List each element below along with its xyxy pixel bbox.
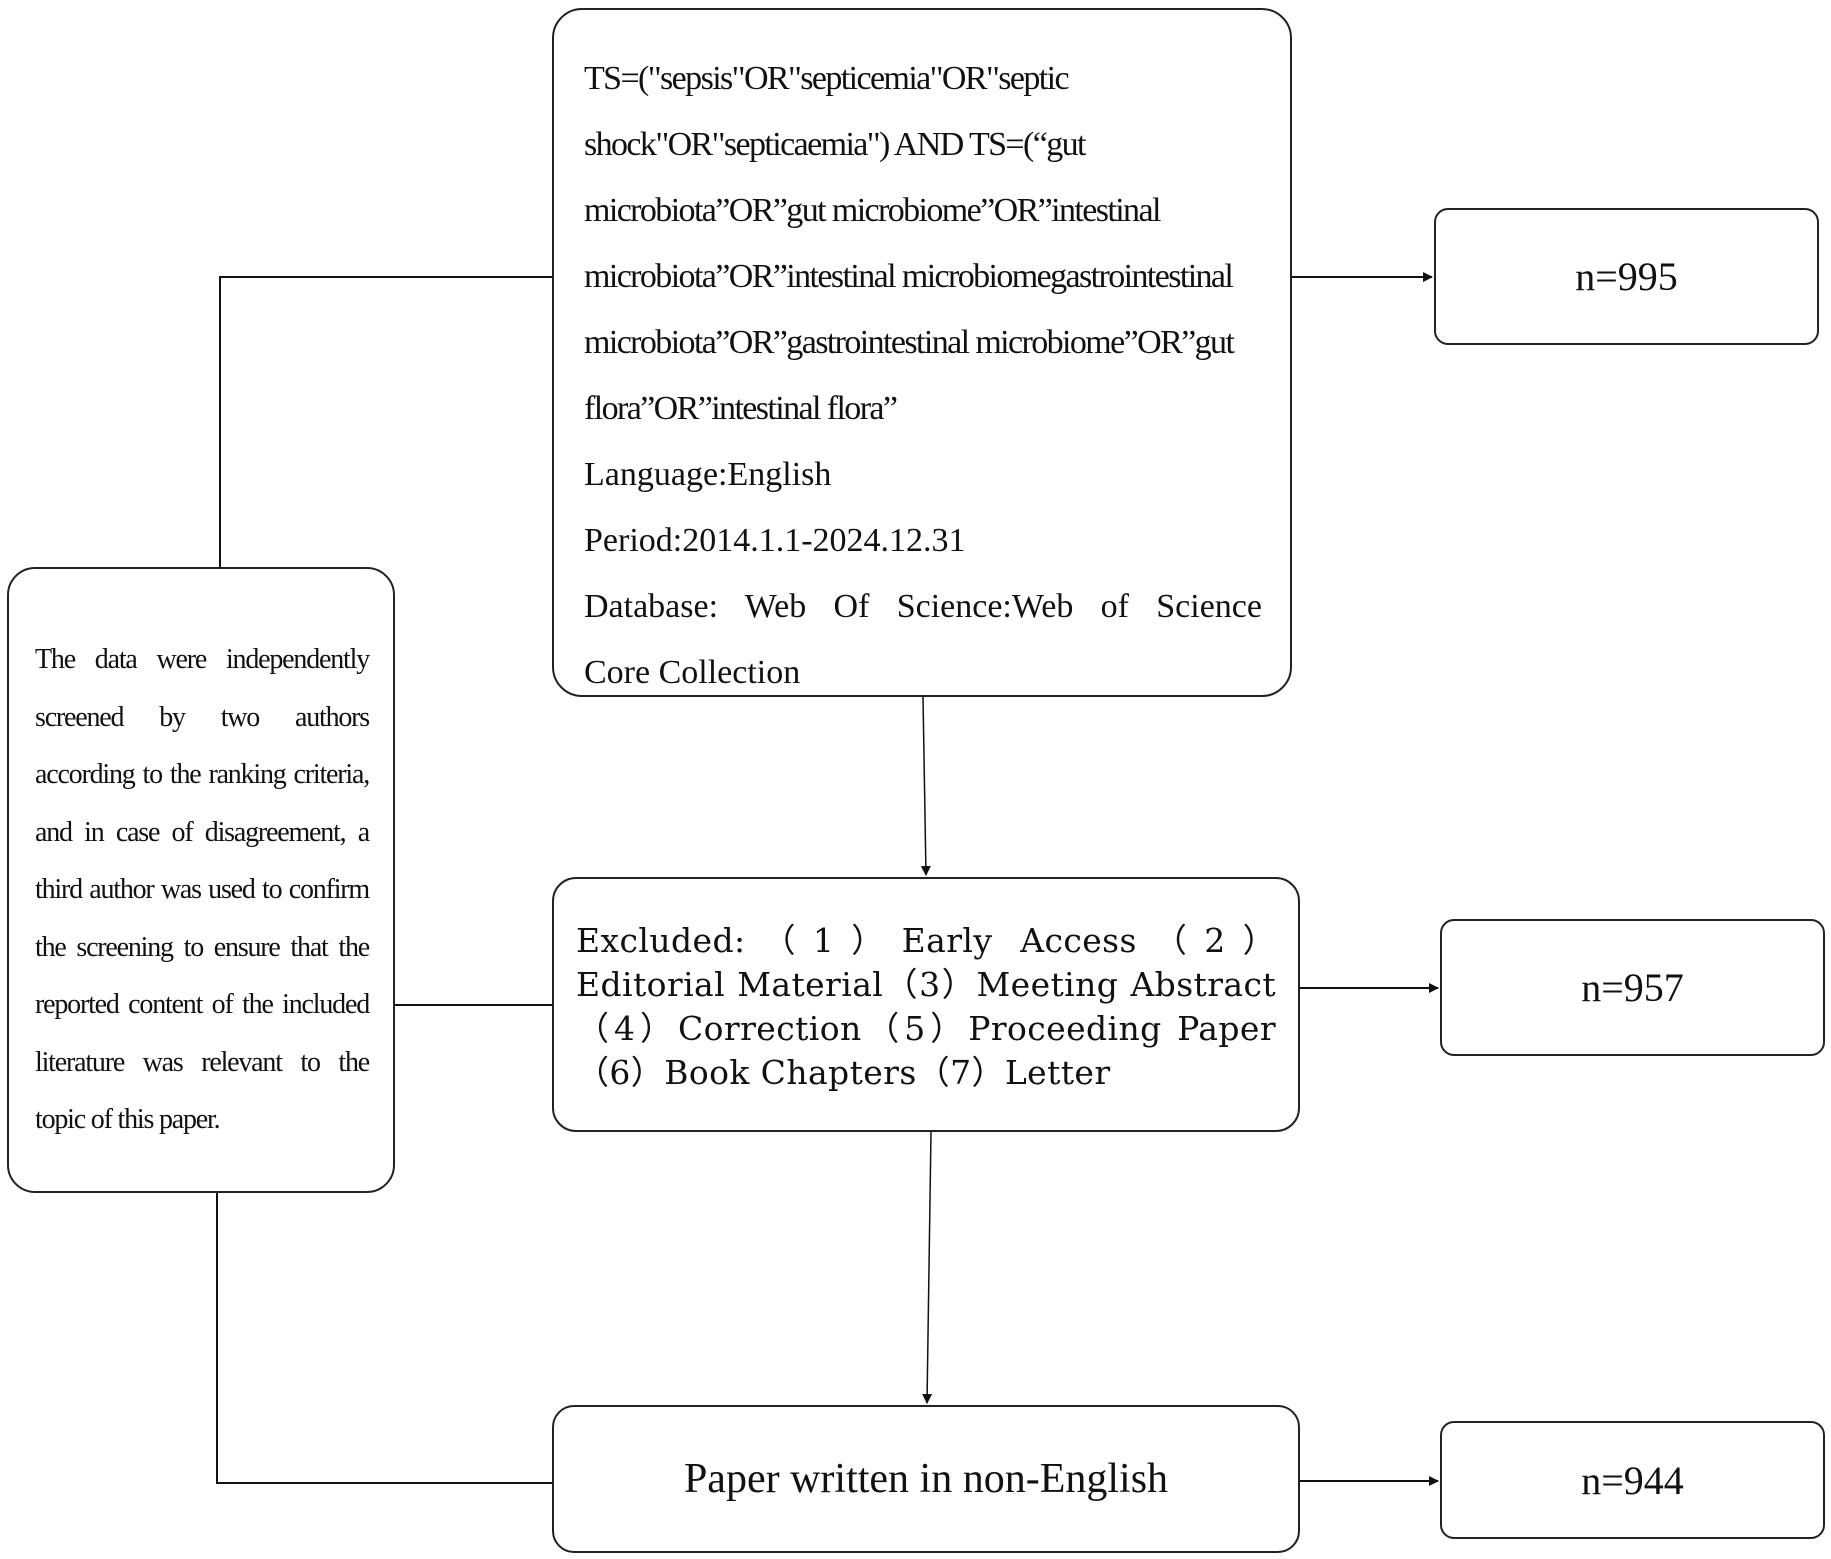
- count-box-search: n=995: [1434, 208, 1819, 345]
- exclusion-criteria-text: Excluded:（1）Early Access（2）Editorial Mat…: [576, 921, 1276, 1092]
- non-english-box: Paper written in non-English: [552, 1405, 1300, 1553]
- query-line: microbiota”OR”gut microbiome”OR”intestin…: [584, 192, 1161, 229]
- arrow-exclusion-to-non-english: [922, 1131, 933, 1404]
- screening-note-box: The data were independently screened by …: [7, 567, 395, 1193]
- query-line: microbiota”OR”gastrointestinal microbiom…: [584, 324, 1235, 361]
- query-line: flora”OR”intestinal flora”: [584, 390, 898, 427]
- count-after-exclusion: n=957: [1581, 965, 1684, 1010]
- database-line-continued: Core Collection: [584, 654, 801, 691]
- screening-note-text: The data were independently screened by …: [35, 644, 370, 1135]
- language-line: Language:English: [584, 456, 832, 493]
- query-line: shock"OR"septicaemia") AND TS=(“gut: [584, 126, 1086, 163]
- period-line: Period:2014.1.1-2024.12.31: [584, 522, 966, 559]
- connector-note-to-query: [219, 276, 552, 567]
- query-line: microbiota”OR”intestinal microbiomegastr…: [584, 258, 1234, 295]
- search-query-box: TS=("sepsis"OR"septicemia"OR"septic shoc…: [552, 8, 1292, 697]
- arrow-query-to-exclusion: [920, 696, 931, 876]
- database-line: Database: Web Of Science:Web of Science: [584, 588, 1262, 625]
- query-line: TS=("sepsis"OR"septicemia"OR"septic: [584, 60, 1070, 97]
- connector-note-to-non-english: [216, 1193, 552, 1484]
- count-box-after-exclusion: n=957: [1440, 919, 1825, 1056]
- count-search: n=995: [1575, 254, 1678, 299]
- non-english-label: Paper written in non-English: [683, 1456, 1169, 1502]
- count-after-language: n=944: [1581, 1457, 1684, 1503]
- count-box-after-language: n=944: [1440, 1421, 1825, 1539]
- exclusion-criteria-box: Excluded:（1）Early Access（2）Editorial Mat…: [552, 877, 1300, 1132]
